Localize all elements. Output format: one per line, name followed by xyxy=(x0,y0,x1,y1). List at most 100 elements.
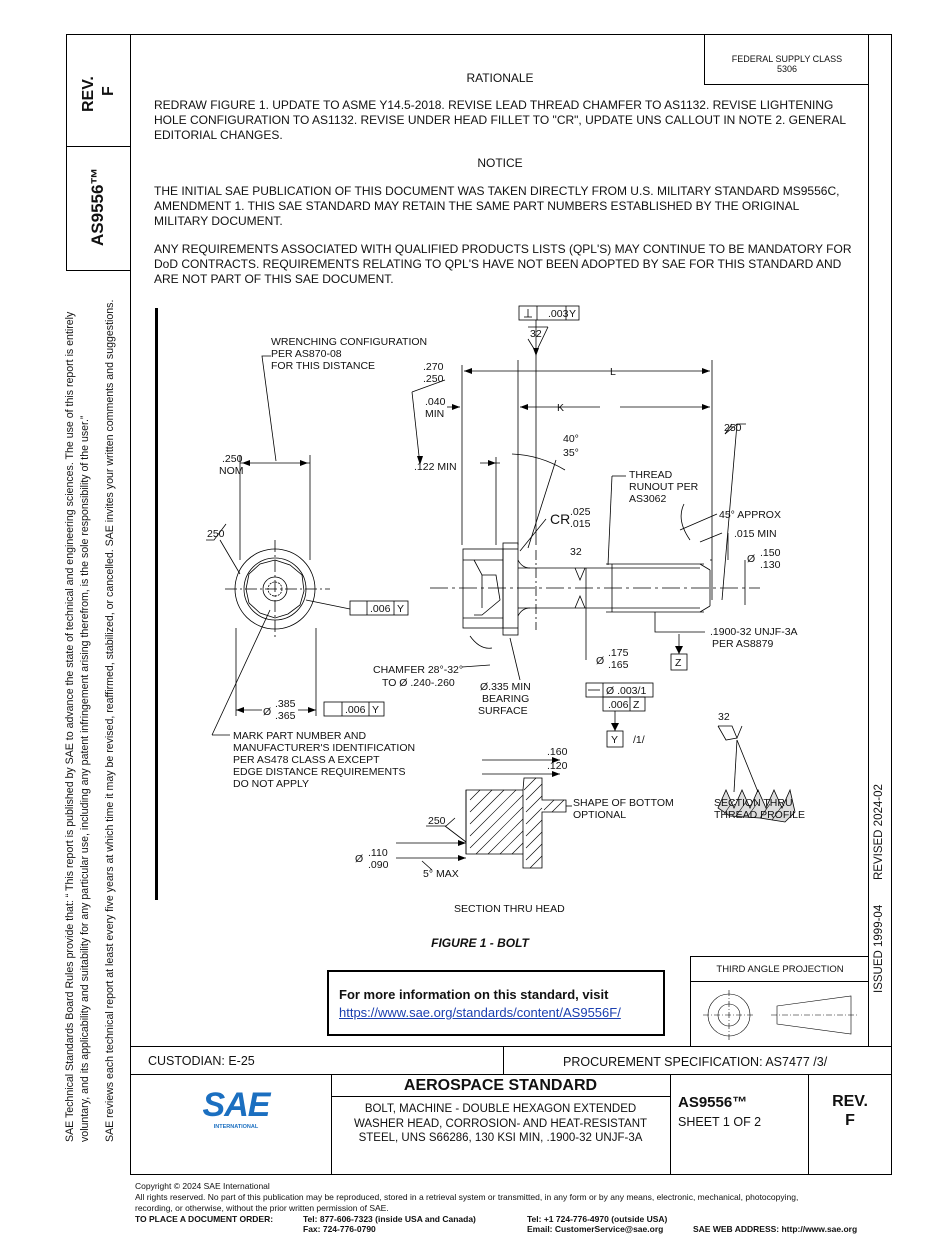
mark-2: MANUFACTURER'S IDENTIFICATION xyxy=(233,742,415,754)
dia-385: .385 xyxy=(275,698,296,710)
finish-250-left: 250 xyxy=(207,528,225,540)
supply-class-label: FEDERAL SUPPLY CLASS xyxy=(731,54,843,64)
chamfer-1: CHAMFER 28°-32° xyxy=(373,664,463,676)
runout-z-datum: Z xyxy=(633,699,640,711)
dim-120: .120 xyxy=(547,760,568,772)
perp-datum: Y xyxy=(569,308,576,320)
dim-270: .270 xyxy=(423,361,444,373)
dim-K: K xyxy=(557,402,564,414)
thread-runout-3: AS3062 xyxy=(629,493,667,505)
finish-32-thread: 32 xyxy=(718,711,730,723)
thread-runout-2: RUNOUT PER xyxy=(629,481,699,493)
section-head-label: SECTION THRU HEAD xyxy=(454,903,565,915)
finish-32-top: 32 xyxy=(530,328,542,340)
tb-heading-underline xyxy=(331,1096,670,1097)
dim-040: .040 xyxy=(425,396,446,408)
y-box: Y xyxy=(611,734,618,746)
dia-symbol-110: Ø xyxy=(355,853,363,865)
mark-5: DO NOT APPLY xyxy=(233,778,309,790)
notice-para-2: ANY REQUIREMENTS ASSOCIATED WITH QUALIFI… xyxy=(154,242,852,286)
dia-symbol-175: Ø xyxy=(596,655,604,667)
runout-datum-left: Y xyxy=(397,603,404,615)
dim-160: .160 xyxy=(547,746,568,758)
custodian: CUSTODIAN: E-25 xyxy=(148,1054,255,1068)
tb-bottom xyxy=(130,1174,892,1175)
sae-logo-sub: INTERNATIONAL xyxy=(213,1124,259,1130)
cr-025: .025 xyxy=(570,506,591,518)
footer-web: SAE WEB ADDRESS: http://www.sae.org xyxy=(693,1224,858,1234)
dia-175: .175 xyxy=(608,647,629,659)
info-text: For more information on this standard, v… xyxy=(339,987,609,1002)
tb-logo-divider xyxy=(331,1074,332,1174)
angle-40: 40° xyxy=(563,433,579,445)
section-thread-2: THREAD PROFILE xyxy=(714,809,805,821)
dim-015-min: .015 MIN xyxy=(734,528,777,540)
position-tol: Ø .003/1 xyxy=(606,685,646,697)
revision-bar xyxy=(155,308,158,900)
runout-datum-mid: Y xyxy=(372,704,379,716)
projection-label: THIRD ANGLE PROJECTION xyxy=(691,957,869,982)
nom-label: NOM xyxy=(219,465,244,477)
bearing-1: Ø.335 MIN xyxy=(480,681,531,693)
tb-row-divider xyxy=(130,1074,892,1075)
datum-Z: Z xyxy=(675,657,682,669)
figure-caption: FIGURE 1 - BOLT xyxy=(431,936,529,950)
footer-rights-2: recording, or otherwise, without the pri… xyxy=(135,1203,389,1213)
notice-heading: NOTICE xyxy=(477,156,523,170)
sae-logo-text: SAE xyxy=(202,1086,271,1124)
tb-sheet: SHEET 1 OF 2 xyxy=(678,1115,762,1129)
footer-fax: Fax: 724-776-0790 xyxy=(303,1224,376,1234)
tab-bottom xyxy=(66,270,130,271)
runout-006-left: .006 xyxy=(370,603,391,615)
bearing-3: SURFACE xyxy=(478,705,528,717)
dim-250: .250 xyxy=(423,373,444,385)
rationale-heading: RATIONALE xyxy=(466,71,534,85)
mark-1: MARK PART NUMBER AND xyxy=(233,730,366,742)
footer-rights: All rights reserved. No part of this pub… xyxy=(135,1192,799,1202)
runout-z: .006 xyxy=(608,699,629,711)
mark-3: PER AS478 CLASS A EXCEPT xyxy=(233,754,380,766)
footer-order-label: TO PLACE A DOCUMENT ORDER: xyxy=(135,1214,274,1224)
dia-365: .365 xyxy=(275,710,296,722)
perp-tolerance: .003 xyxy=(548,308,569,320)
tb-title: BOLT, MACHINE - DOUBLE HEXAGON EXTENDED … xyxy=(331,1102,670,1146)
tb-doc-number: AS9556™ xyxy=(678,1094,748,1111)
notice-para-1: THE INITIAL SAE PUBLICATION OF THIS DOCU… xyxy=(154,184,840,228)
tb-title-divider xyxy=(670,1074,671,1174)
dia-130: .130 xyxy=(760,559,781,571)
tb-rev-label: REV. xyxy=(832,1093,868,1110)
tab-divider xyxy=(66,146,130,147)
info-link[interactable]: https://www.sae.org/standards/content/AS… xyxy=(339,1005,621,1020)
finish-32-mid: 32 xyxy=(570,546,582,558)
dia-110: .110 xyxy=(368,847,388,859)
shape-bottom-2: OPTIONAL xyxy=(573,809,626,821)
tb-title-line1: BOLT, MACHINE - DOUBLE HEXAGON EXTENDED xyxy=(364,1103,637,1115)
tb-custodian-divider xyxy=(503,1046,504,1074)
dim-L: L xyxy=(610,366,616,378)
dim-040-min: MIN xyxy=(425,408,444,420)
wrenching-line1: WRENCHING CONFIGURATION xyxy=(271,336,427,348)
info-box: For more information on this standard, v… xyxy=(327,970,665,1036)
tb-top xyxy=(130,1046,892,1047)
mark-4: EDGE DISTANCE REQUIREMENTS xyxy=(233,766,406,778)
max-5: 5° MAX xyxy=(423,868,459,880)
bearing-2: BEARING xyxy=(482,693,529,705)
dia-symbol-385: Ø xyxy=(263,706,271,718)
wrenching-line2: PER AS870-08 xyxy=(271,348,342,360)
footer-tel-intl: Tel: +1 724-776-4970 (outside USA) xyxy=(527,1214,668,1224)
footer-tel-us: Tel: 877-606-7323 (inside USA and Canada… xyxy=(303,1214,476,1224)
y-note: /1/ xyxy=(633,734,645,746)
tb-rev-value: F xyxy=(845,1112,855,1129)
frame-top xyxy=(66,34,892,35)
dia-150: .150 xyxy=(760,547,781,559)
angle-35: 35° xyxy=(563,447,579,459)
thread-runout-1: THREAD xyxy=(629,469,673,481)
projection-box: THIRD ANGLE PROJECTION xyxy=(690,956,869,1047)
tb-rev-divider xyxy=(808,1074,809,1174)
tb-heading: AEROSPACE STANDARD xyxy=(403,1077,598,1094)
thread-spec-1: .1900-32 UNJF-3A xyxy=(710,626,798,638)
supply-class-box: FEDERAL SUPPLY CLASS 5306 xyxy=(704,34,869,85)
section-thread-1: SECTION THRU xyxy=(714,797,793,809)
finish-250-right: 250 xyxy=(724,422,742,434)
